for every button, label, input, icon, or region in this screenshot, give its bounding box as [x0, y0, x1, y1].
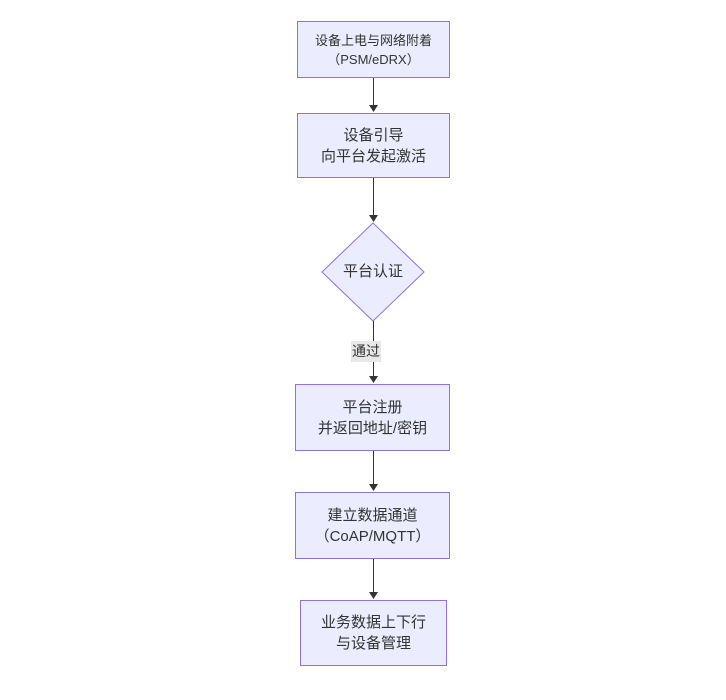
arrowhead-icon — [369, 592, 378, 599]
node-label-line: 业务数据上下行 — [320, 614, 426, 631]
arrowhead-icon — [369, 376, 378, 383]
node-label-line: 设备引导 — [343, 126, 404, 144]
edge-label-pass: 通过 — [351, 341, 381, 362]
node-business-data: 业务数据上下行 与设备管理 — [300, 600, 447, 666]
node-data-channel: 建立数据通道 （CoAP/MQTT） — [295, 492, 450, 559]
node-label-line: （PSM/eDRX） — [327, 51, 420, 67]
node-bootstrap: 设备引导 向平台发起激活 — [297, 113, 450, 178]
node-label-line: 建立数据通道 — [327, 506, 418, 524]
node-label-line: 并返回地址/密钥 — [317, 419, 428, 437]
node-auth-decision-label: 平台认证 — [342, 263, 403, 280]
node-label-line: 向平台发起激活 — [320, 147, 426, 165]
node-label-line: 与设备管理 — [335, 635, 411, 652]
arrowhead-icon — [369, 105, 378, 112]
arrowhead-icon — [369, 215, 378, 222]
node-label-line: 平台注册 — [342, 398, 403, 416]
arrowhead-icon — [369, 484, 378, 491]
node-label-line: （CoAP/MQTT） — [314, 527, 431, 545]
node-power-attach: 设备上电与网络附着 （PSM/eDRX） — [297, 21, 450, 78]
node-label-line: 设备上电与网络附着 — [314, 32, 432, 48]
node-register: 平台注册 并返回地址/密钥 — [295, 384, 450, 451]
